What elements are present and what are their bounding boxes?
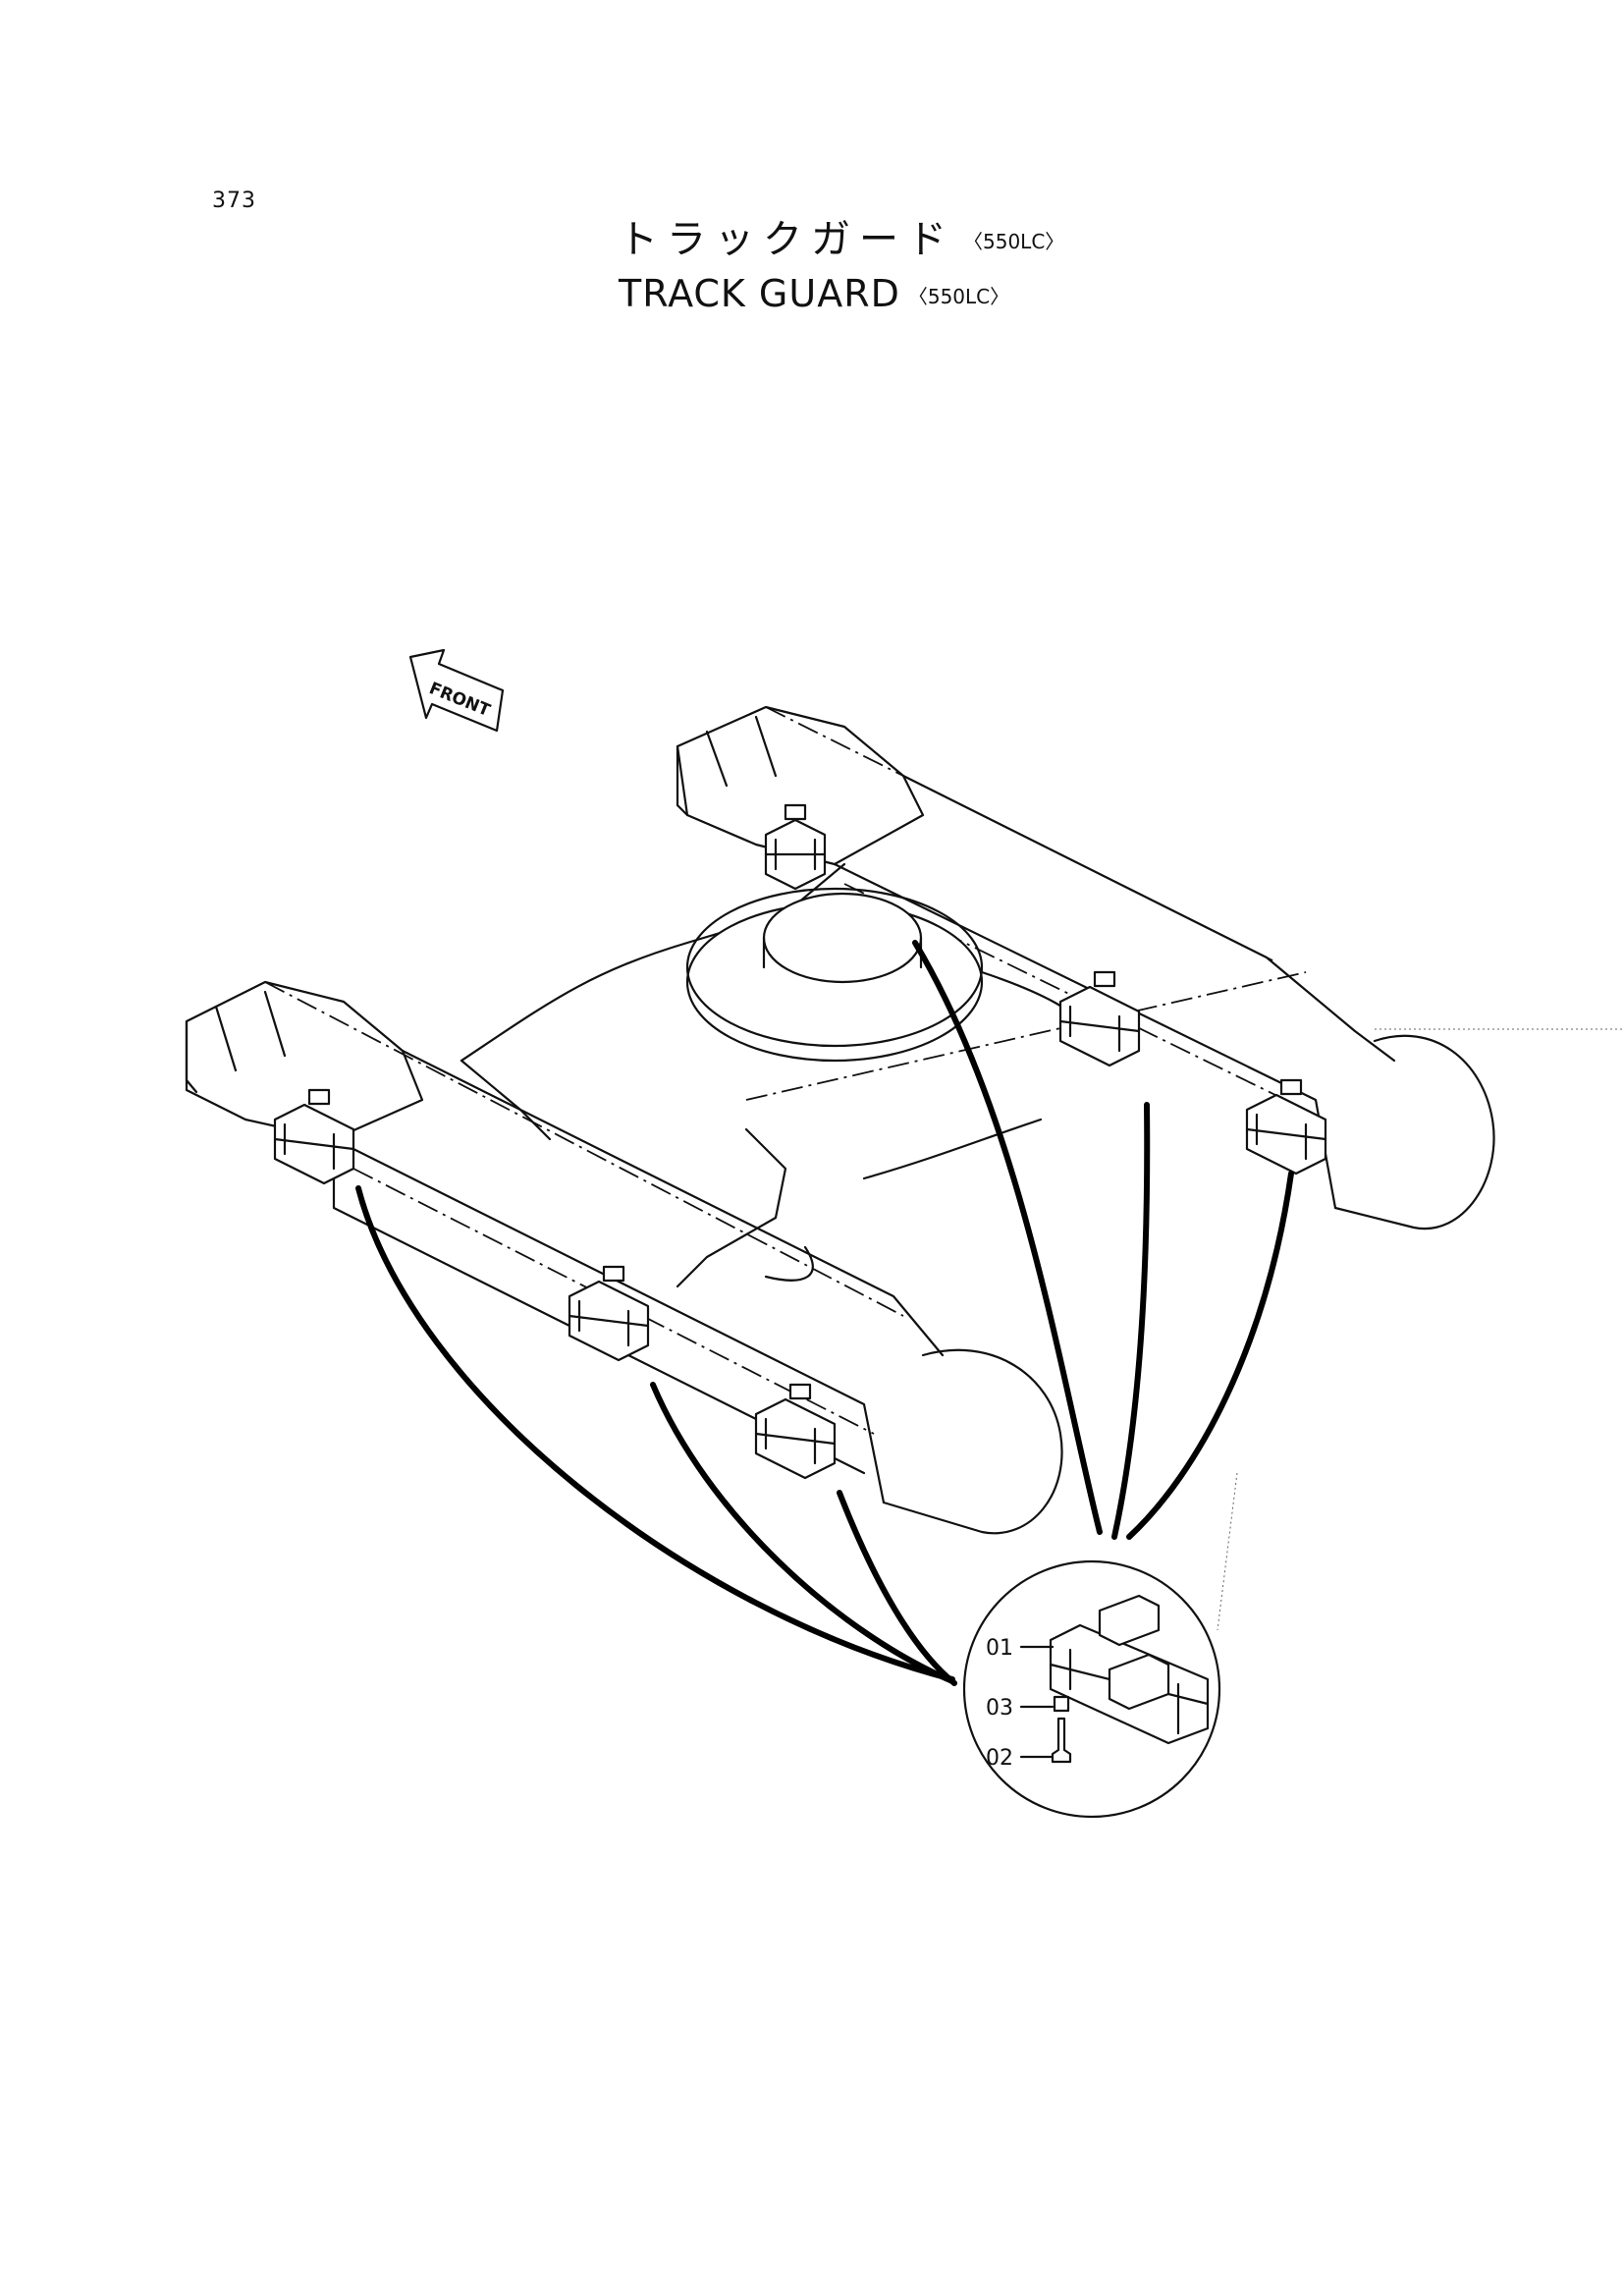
detail-track-guard [1049,1594,1210,1745]
track-guard-rear-1 [764,803,827,891]
leader-lines [355,940,1294,1686]
part-label-01: 01 [986,1636,1013,1661]
part-label-03: 03 [986,1696,1013,1721]
page-number: 373 [212,189,256,213]
title-japanese-text: トラックガード [619,217,955,262]
title-english-text: TRACK GUARD [619,272,900,315]
title-japanese: トラックガード〈550LC〉 [619,214,1129,267]
reference-line-2 [1217,1472,1238,1631]
track-guard-front-2 [568,1265,650,1362]
detail-bolt [1051,1717,1072,1764]
track-guard-front-3 [754,1383,837,1480]
title-english-model: 〈550LC〉 [907,284,1010,308]
title-english: TRACK GUARD 〈550LC〉 [619,269,1129,321]
detail-view: 01 03 02 [962,1559,1221,1819]
title-japanese-model: 〈550LC〉 [963,230,1065,253]
part-label-02: 02 [986,1746,1013,1771]
rear-track-frame [676,705,1495,1230]
front-arrow: FRONT [408,648,505,733]
front-track-frame [185,980,1063,1535]
center-frame [460,862,1102,1288]
track-guard-instances [273,803,1327,1480]
track-guard-front-1 [273,1088,355,1185]
track-guard-rear-2 [1058,970,1141,1067]
track-guard-rear-3 [1245,1078,1327,1175]
title-block: トラックガード〈550LC〉 TRACK GUARD〈550LC〉 [619,214,1129,321]
detail-washer [1053,1695,1070,1713]
